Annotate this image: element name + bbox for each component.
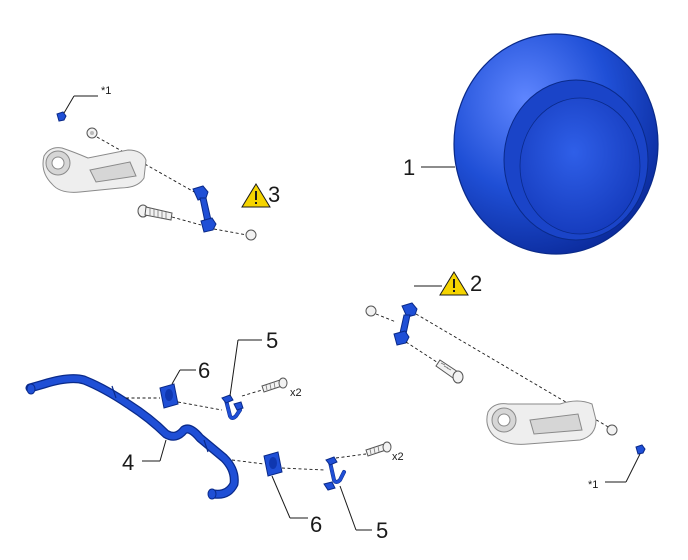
callout-bracket-lower: 5	[376, 518, 388, 543]
stabilizer-link-left	[192, 185, 217, 233]
callout-bushing-upper: 6	[198, 358, 210, 383]
callout-bracket-upper: 5	[266, 328, 278, 353]
note-qty-lower: x2	[392, 451, 404, 463]
bushing-lower	[263, 451, 283, 477]
callout-stabilizer-bar: 4	[122, 450, 134, 475]
callout-link-right: 2	[470, 271, 482, 296]
note-star-right: *1	[588, 479, 598, 491]
bolt-right	[435, 359, 464, 384]
clip-part-left	[56, 111, 67, 122]
dash-left-3	[171, 216, 202, 226]
bolt-left	[137, 204, 173, 221]
nut-left-top-hole	[90, 131, 94, 135]
dash-bolt-lower	[335, 453, 367, 459]
leader-star-left	[63, 95, 75, 114]
tire-assembly	[453, 33, 659, 255]
leader-bushing-upper	[171, 369, 181, 385]
dash-bolt-upper	[241, 389, 263, 397]
dash-left-2	[213, 228, 248, 236]
dash-bushing-upper-2	[177, 401, 223, 411]
dash-bushing-lower	[231, 459, 265, 465]
dash-bushing-lower-2	[281, 467, 325, 471]
lower-arm-right	[486, 400, 597, 445]
leader-bracket-lower	[339, 485, 357, 531]
callout-tire: 1	[403, 155, 415, 180]
bushing-upper	[159, 383, 179, 409]
bolt-lower	[365, 441, 392, 457]
bolt-upper	[261, 377, 288, 393]
callout-link-left: 3	[268, 182, 280, 207]
dash-left-1	[96, 136, 197, 194]
note-star-left: *1	[101, 85, 111, 97]
leader-star-right	[625, 453, 641, 483]
leader-bar-diag	[159, 439, 167, 462]
nut-left-bottom	[245, 229, 257, 241]
warning-icon-right	[439, 271, 469, 296]
leader-bracket-upper	[229, 339, 239, 397]
clip-part-right	[635, 444, 646, 455]
stabilizer-link-right	[393, 302, 418, 346]
bracket-upper	[221, 394, 244, 420]
lower-arm-left	[42, 147, 147, 193]
warning-icon-left	[241, 183, 271, 208]
tire-rim-face	[519, 97, 641, 235]
dash-right-1	[375, 313, 397, 323]
callout-bushing-lower: 6	[310, 512, 322, 537]
nut-right-bottom	[606, 424, 618, 436]
bracket-lower	[323, 456, 346, 491]
nut-right-top	[365, 305, 377, 317]
stabilizer-bar	[25, 374, 239, 500]
leader-bushing-lower	[271, 475, 291, 519]
note-qty-upper: x2	[290, 387, 302, 399]
